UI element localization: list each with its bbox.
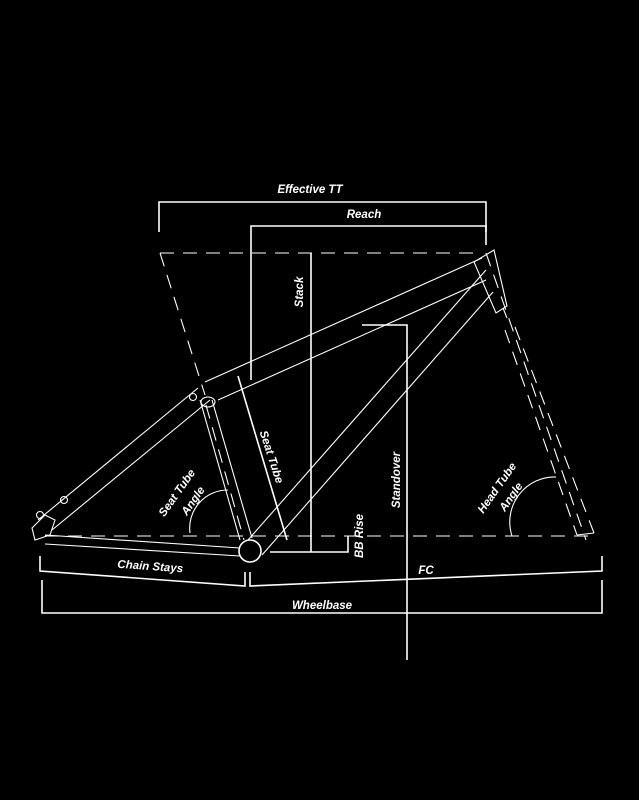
standover-dimension: Standover: [362, 324, 408, 660]
head-tube-extension: [485, 252, 595, 541]
reach-label: Reach: [347, 209, 382, 221]
stack-dimension: Stack: [294, 253, 312, 552]
chain-stays-label: Chain Stays: [117, 559, 184, 576]
seat-tube-extension-line: [159, 252, 206, 396]
effective-tt-label: Effective TT: [278, 184, 344, 196]
head-tube-angle: Head Tube Angle: [476, 460, 557, 537]
wheelbase-dimension: Wheelbase: [41, 580, 603, 614]
frame: [31, 249, 508, 563]
seat-tube-label: Seat Tube: [257, 429, 286, 485]
bb-rise-label: BB Rise: [354, 513, 366, 558]
wheelbase-label: Wheelbase: [292, 600, 353, 612]
standover-label: Standover: [391, 451, 403, 508]
chain-stays-fc-dimension: Chain Stays FC: [39, 556, 603, 587]
fc-label: FC: [418, 565, 434, 577]
stack-label: Stack: [294, 276, 306, 307]
effective-tt-dimension: Effective TT: [158, 184, 487, 232]
seat-tube-angle: Seat Tube Angle: [157, 467, 229, 534]
reach-dimension: Reach: [250, 209, 487, 380]
bb-rise-dimension: BB Rise: [270, 513, 366, 558]
